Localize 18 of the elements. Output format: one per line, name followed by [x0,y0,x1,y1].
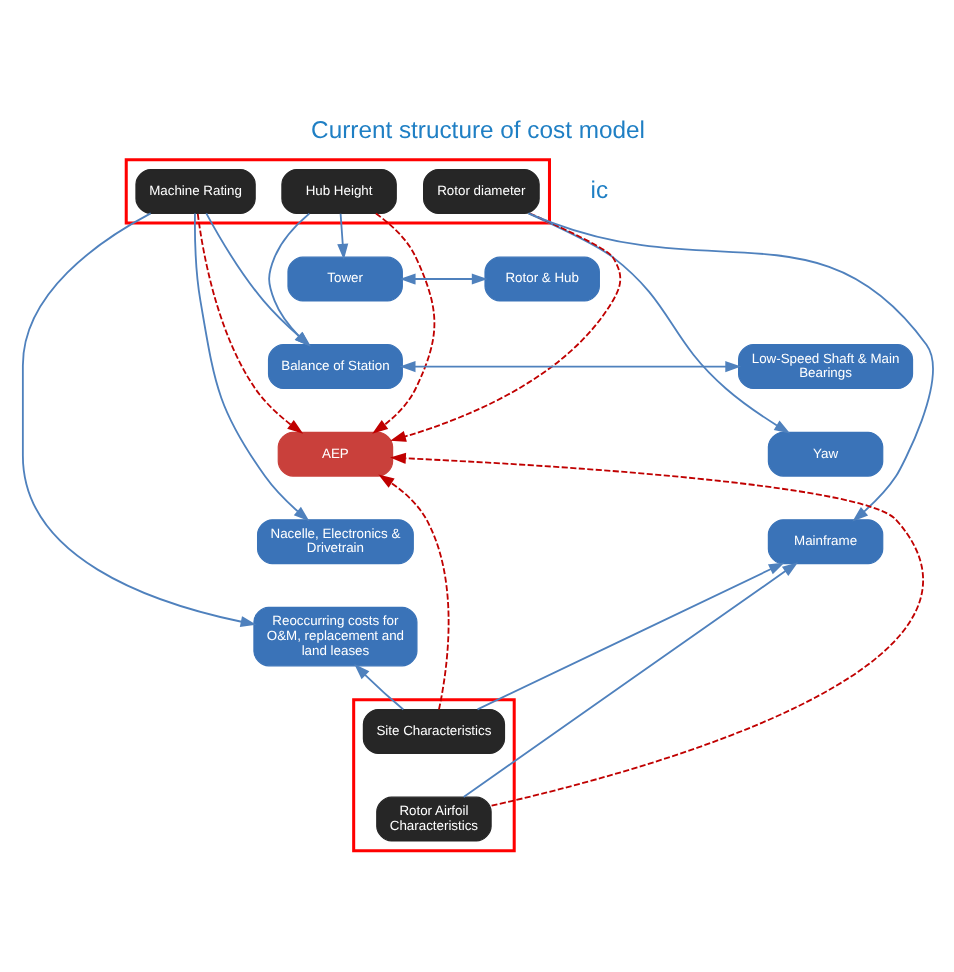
arrow [353,663,404,710]
label: ic [589,174,608,203]
arrow [461,561,798,797]
arrow [475,561,784,710]
diagram-title: Current structure of cost model [310,114,644,143]
cluster [123,157,550,224]
arrow [389,211,621,441]
arrow [398,272,487,284]
arrow [371,211,435,433]
arrow [398,360,741,372]
arrow [526,211,790,433]
arrow [389,451,923,806]
arrow [20,211,256,627]
arrow [526,211,933,521]
arrow [195,212,303,433]
arrow [377,473,449,710]
cluster [351,697,515,852]
arrow [336,211,348,259]
